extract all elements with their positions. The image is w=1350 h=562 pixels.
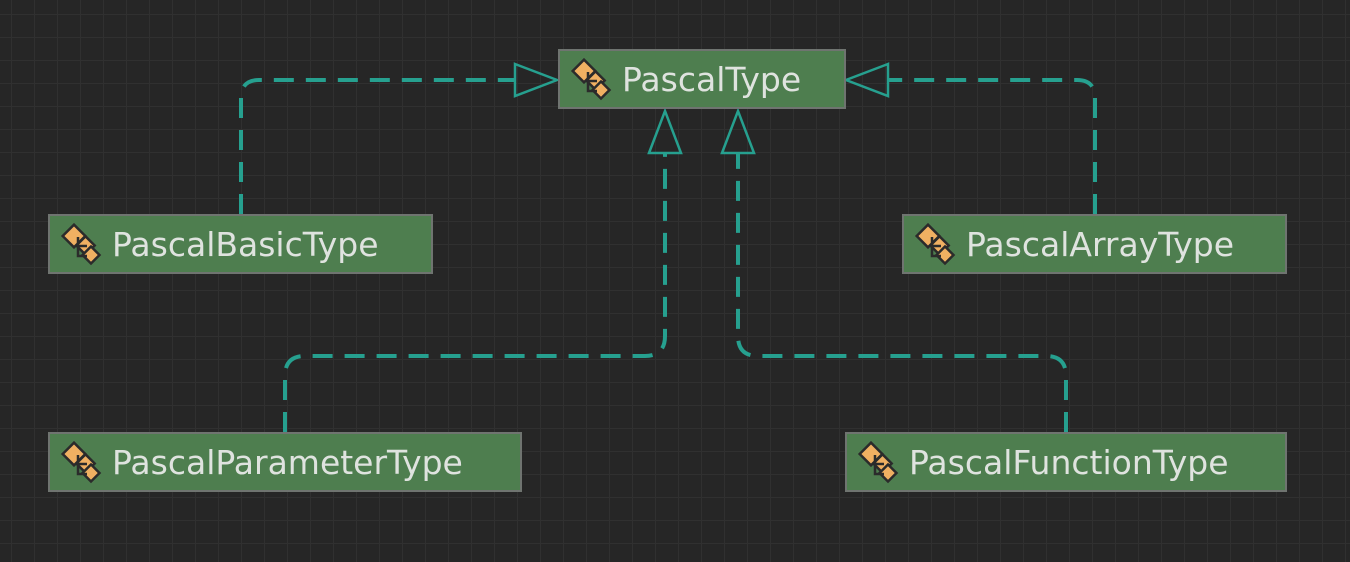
edge-parameter-to-pascaltype [283,153,667,432]
class-icon [58,220,106,268]
arrowhead-left-in [513,62,561,98]
node-label: PascalArrayType [966,224,1235,264]
arrowhead-parameter-up [647,107,683,155]
class-icon [58,438,106,486]
edge-basic-to-pascaltype [239,78,515,214]
node-pascal-array-type[interactable]: PascalArrayType [902,214,1287,274]
arrowhead-right-in [842,62,890,98]
node-pascal-parameter-type[interactable]: PascalParameterType [48,432,522,492]
node-pascal-type[interactable]: PascalType [558,49,846,109]
node-pascal-function-type[interactable]: PascalFunctionType [845,432,1287,492]
class-icon [912,220,960,268]
node-label: PascalBasicType [112,224,379,264]
interface-icon [568,55,616,103]
class-icon [855,438,903,486]
node-label: PascalFunctionType [909,442,1229,482]
node-pascal-basic-type[interactable]: PascalBasicType [48,214,433,274]
node-label: PascalParameterType [112,442,463,482]
edge-array-to-pascaltype [888,78,1097,214]
node-label: PascalType [622,59,802,99]
edge-function-to-pascaltype [736,153,1068,432]
arrowhead-function-up [720,107,756,155]
